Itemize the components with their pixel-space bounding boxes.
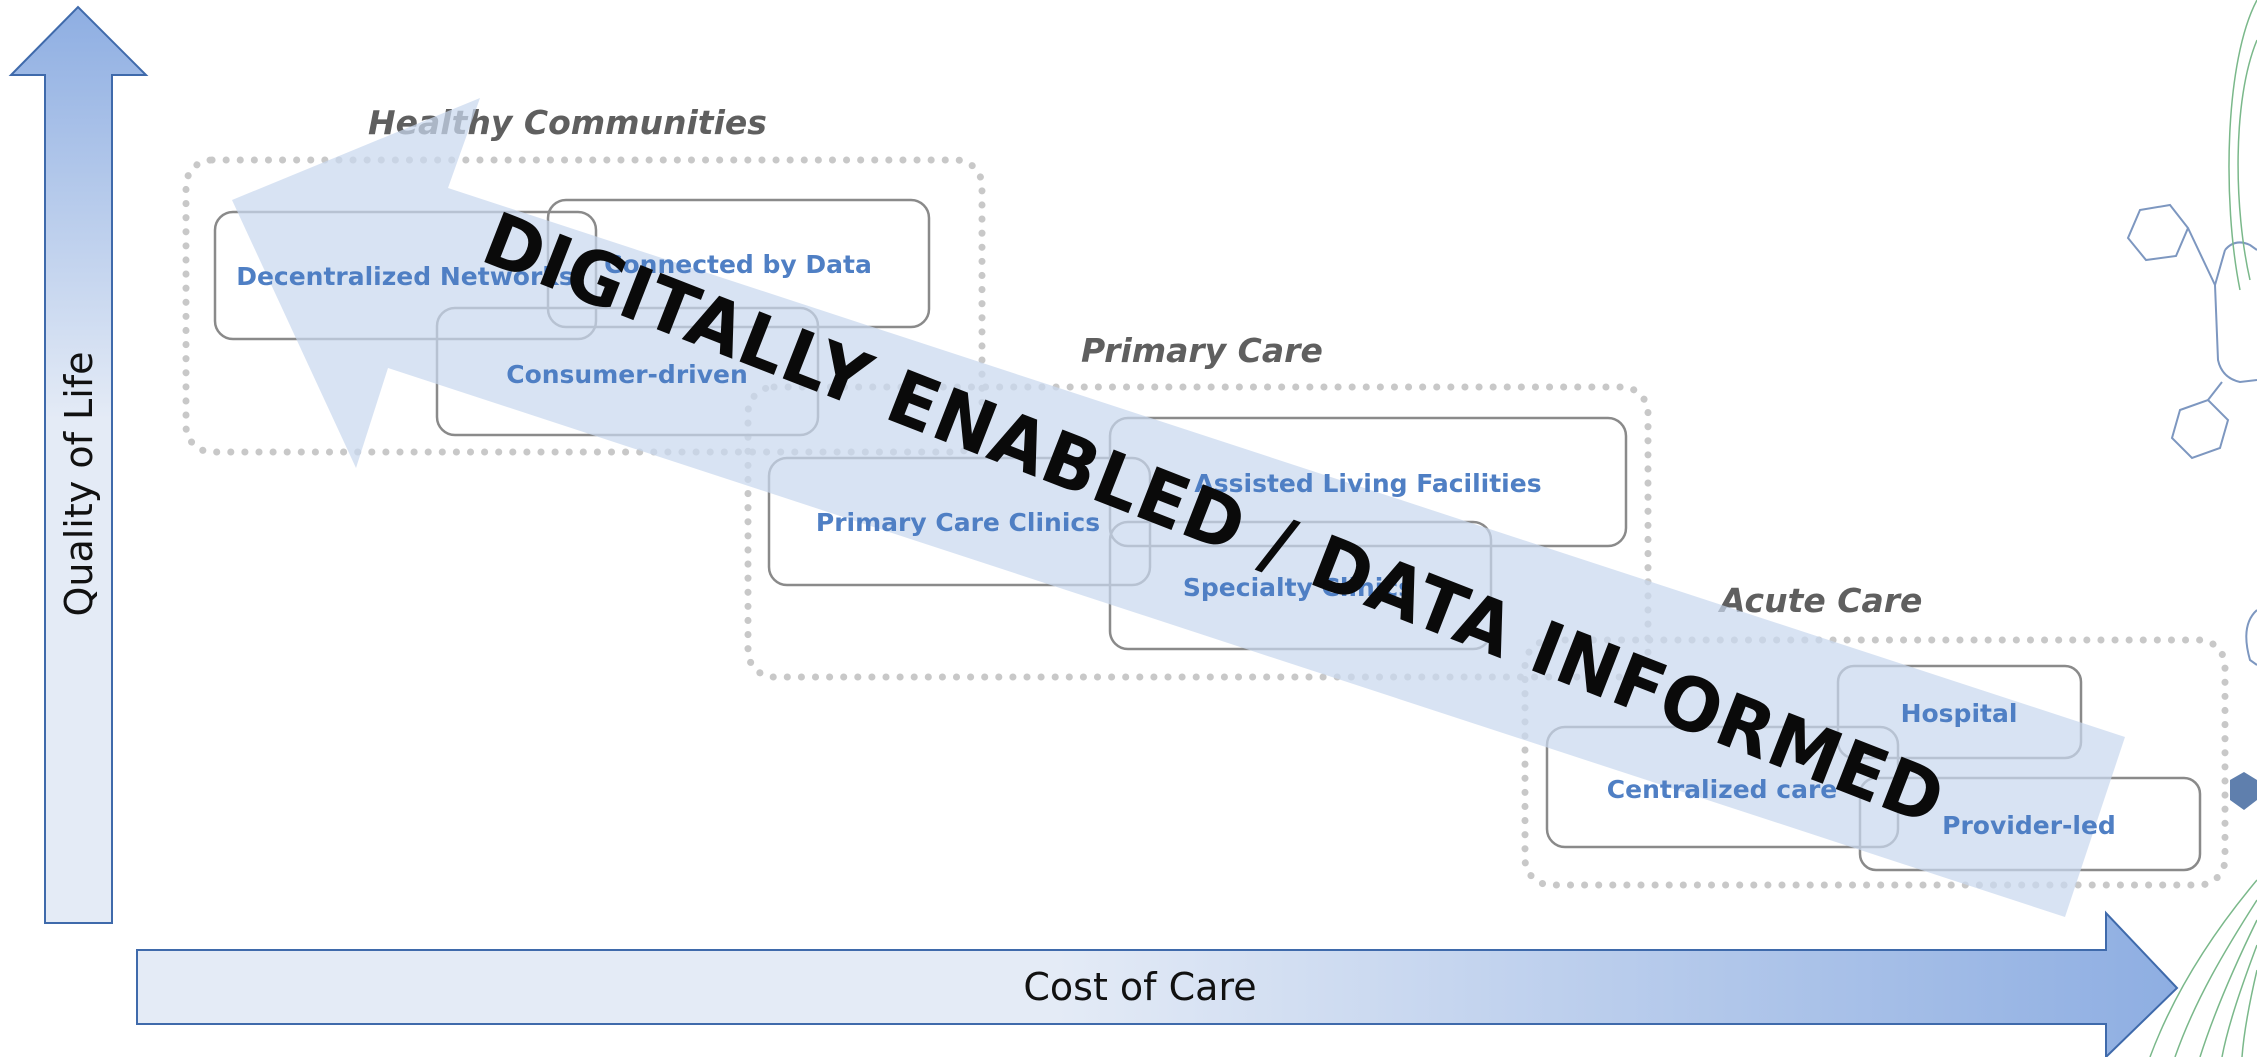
group-title-primary-care: Primary Care: [1081, 331, 1323, 370]
decorative-green-swirls: [2149, 0, 2257, 1057]
x-axis-arrow: [136, 910, 2179, 1057]
label-decentralized-networks: Decentralized Networks: [236, 262, 574, 291]
label-assisted-living-facilities: Assisted Living Facilities: [1194, 469, 1541, 498]
label-hospital: Hospital: [1901, 699, 2018, 728]
label-specialty-clinics: Specialty Clinics: [1183, 573, 1413, 602]
group-outline-primary-care: [744, 383, 1652, 681]
label-primary-care-clinics: Primary Care Clinics: [816, 508, 1100, 537]
label-consumer-driven: Consumer-driven: [506, 360, 748, 389]
decorative-molecule-graphic: [2126, 203, 2257, 666]
group-title-acute-care: Acute Care: [1717, 581, 1922, 620]
label-provider-led: Provider-led: [1942, 811, 2116, 840]
group-outline-acute-care: [1521, 636, 2229, 889]
label-centralized-care: Centralized care: [1607, 775, 1837, 804]
label-connected-by-data: Connected by Data: [604, 250, 872, 279]
banner-text: DIGITALLY ENABLED / DATA INFORMED: [472, 196, 1957, 843]
y-axis-label: Quality of Life: [57, 351, 101, 616]
decorative-hexagon: [2230, 772, 2257, 810]
y-axis-arrow: [8, 5, 149, 924]
group-outline-healthy-communities: [182, 156, 986, 456]
banner-arrow: [232, 98, 2125, 917]
x-axis-label: Cost of Care: [1023, 965, 1256, 1009]
